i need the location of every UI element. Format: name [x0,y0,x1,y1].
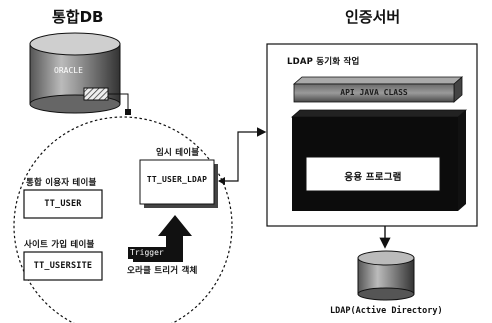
api-banner [292,76,464,103]
user-table-title: 통합 이용자 테이블 [26,178,97,188]
left-title: 통합DB [52,8,104,26]
temp-table-title: 임시 테이블 [156,148,200,158]
right-title: 인증서버 [345,8,401,26]
ldap-label: LDAP(Active Directory) [330,306,443,316]
sync-connector-back-arrow [218,177,225,185]
site-table-box [23,251,103,281]
trigger-caption: 오라클 트리거 객체 [127,266,198,276]
temp-table-name: TT_USER_LDAP [146,175,208,184]
site-table-title: 사이트 가입 테이블 [24,240,95,250]
user-table-name: TT_USER [44,199,82,209]
temp-table-box [139,159,215,205]
oracle-label: ORACLE [54,66,83,75]
application-label: 응용 프로그램 [344,172,402,183]
sync-connector-line [219,127,267,182]
trigger-label: Trigger [130,248,164,257]
ldap-sync-title: LDAP 동기화 작업 [287,57,360,67]
trigger-label-bg [128,247,168,259]
api-banner-label: API JAVA CLASS [340,88,408,97]
ldap-database-icon [357,250,415,301]
integration-db-boundary [13,116,233,323]
user-table-box [23,189,103,219]
db-connector-dot [125,109,131,115]
site-table-name: TT_USERSITE [33,261,93,271]
db-connector-line [108,93,129,110]
application-block [290,109,468,211]
